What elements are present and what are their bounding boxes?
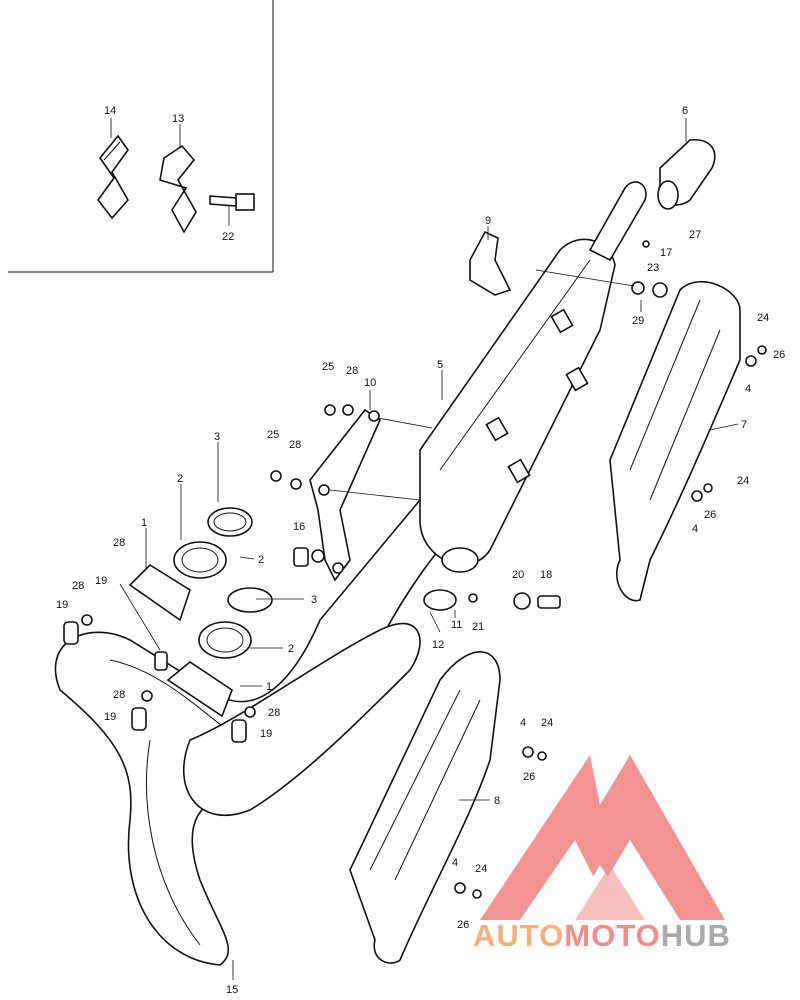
callout-7: 7 <box>741 419 747 431</box>
callout-2-c: 2 <box>288 643 294 655</box>
bracket-10 <box>309 408 382 582</box>
callout-13: 13 <box>172 113 184 125</box>
bolt-22 <box>209 193 255 211</box>
bracket-14 <box>96 134 129 220</box>
heat-shield-7 <box>609 280 741 602</box>
callout-20: 20 <box>512 569 524 581</box>
callout-29: 29 <box>632 315 644 327</box>
callout-3-a: 3 <box>214 431 220 443</box>
small-fasteners <box>63 240 767 899</box>
bracket-13 <box>159 144 197 234</box>
callout-21: 21 <box>472 621 484 633</box>
leader-lines <box>110 118 739 980</box>
callout-5: 5 <box>437 359 443 371</box>
callout-11: 11 <box>451 619 462 631</box>
callout-17: 17 <box>660 247 672 259</box>
callout-19-b: 19 <box>56 599 68 611</box>
callout-3-b: 3 <box>311 594 317 606</box>
callout-28-e: 28 <box>113 689 125 701</box>
callout-24-b: 24 <box>737 475 749 487</box>
callout-6: 6 <box>682 105 688 117</box>
callout-9: 9 <box>485 215 491 227</box>
callout-1-a: 1 <box>141 517 147 529</box>
tail-cap-6 <box>657 139 716 210</box>
callout-14: 14 <box>104 105 116 117</box>
triangle-logo-icon <box>480 755 725 920</box>
callout-25-a: 25 <box>322 361 334 373</box>
callout-28-b: 28 <box>289 439 301 451</box>
watermark-text: AUTOMOTOHUB <box>473 918 731 954</box>
muffler-5 <box>419 181 647 566</box>
watermark-auto: AUTO <box>473 918 565 953</box>
callout-18: 18 <box>540 569 552 581</box>
heat-shield-8 <box>349 651 501 964</box>
callout-15: 15 <box>226 984 238 996</box>
callout-24-d: 24 <box>475 863 487 875</box>
callout-26-b: 26 <box>704 509 716 521</box>
callout-labels: 14 13 22 6 9 27 17 23 29 24 26 4 7 24 26… <box>56 105 785 996</box>
bracket-9 <box>469 230 512 296</box>
callout-26-c: 26 <box>523 771 535 783</box>
callout-19-d: 19 <box>260 728 272 740</box>
callout-2-b: 2 <box>258 554 264 566</box>
callout-10: 10 <box>364 377 376 389</box>
callout-4-d: 4 <box>452 857 458 869</box>
callout-28-d: 28 <box>72 580 84 592</box>
callout-19-a: 19 <box>95 575 107 587</box>
callout-19-c: 19 <box>104 711 116 723</box>
callout-22: 22 <box>222 231 234 243</box>
callout-23: 23 <box>647 262 659 274</box>
callout-2-a: 2 <box>177 473 183 485</box>
watermark-moto: MOTO <box>564 918 661 953</box>
callout-25-b: 25 <box>267 429 279 441</box>
callout-27: 27 <box>689 229 701 241</box>
collars-gaskets <box>128 507 273 718</box>
callout-28-c: 28 <box>113 537 125 549</box>
inset-frame <box>8 0 274 273</box>
callout-28-f: 28 <box>268 707 280 719</box>
callout-28-a: 28 <box>346 365 358 377</box>
callout-26-a: 26 <box>773 349 785 361</box>
exhaust-pipe-branch <box>182 622 421 816</box>
watermark-hub: HUB <box>660 918 731 953</box>
callout-24-a: 24 <box>757 312 769 324</box>
callout-1-b: 1 <box>266 681 272 693</box>
callout-4-a: 4 <box>745 383 751 395</box>
callout-8: 8 <box>494 795 500 807</box>
callout-26-d: 26 <box>457 919 469 931</box>
callout-16: 16 <box>293 521 305 533</box>
callout-4-c: 4 <box>520 717 526 729</box>
callout-24-c: 24 <box>541 717 553 729</box>
watermark-logo <box>480 755 725 920</box>
callout-4-b: 4 <box>692 523 698 535</box>
callout-12: 12 <box>432 639 444 651</box>
